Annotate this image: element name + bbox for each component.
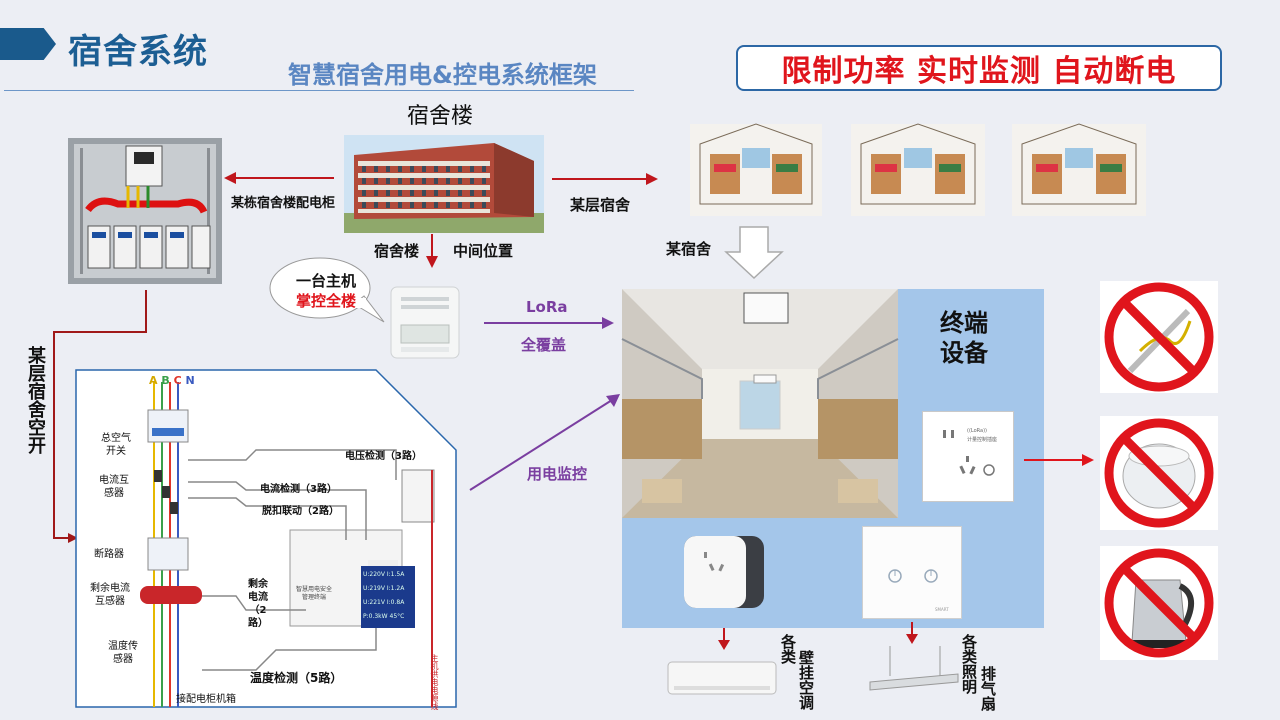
full-coverage-label: 全覆盖 [521,336,567,354]
phase-a: A [149,374,158,387]
building-position-label-left: 宿舍楼 [374,242,420,260]
device-label: 智慧用电安全管理终端 [296,586,333,601]
page-title: 宿舍系统 [68,32,208,72]
building-position-label-right: 中间位置 [453,242,514,260]
page-subtitle: 智慧宿舍用电&控电系统框架 [288,61,597,89]
phase-c: C [173,374,182,387]
light-label-a: 各类照明 [960,634,978,694]
residual-transformer-label: 剩余电流互感器 [90,583,130,607]
trip-link-label: 脱扣联动（2路） [262,506,339,517]
socket-text-2: 计量控制插座 [967,437,998,443]
current-detect-label: 电流检测（3路） [260,484,337,495]
current-transformer-label: 电流互感器 [99,475,129,499]
temp-sensor-label: 温度传感器 [108,641,138,665]
power-monitor-label: 用电监控 [527,465,588,483]
slogan-box: 限制功率 实时监测 自动断电 [736,45,1222,91]
breaker-label: 断路器 [94,549,124,560]
display-line-3: U:221V I:0.8A [363,599,405,606]
floor-dorm-label: 某层宿舍 [570,196,631,214]
dorm-room-photo [621,289,899,518]
host-speech-bubble [269,257,385,323]
display-line-1: U:220V I:1.5A [363,571,405,578]
host-bubble-line2: 掌控全楼 [296,292,357,310]
no-rice-cooker-icon [1100,416,1218,530]
power-monitor-arrow [469,394,620,491]
arrow-to-ac [718,628,730,650]
ac-label-a: 各类 [779,634,797,664]
ceiling-light-image [866,646,962,694]
phase-b: B [161,374,170,387]
phase-n: N [185,374,195,387]
building-label: 宿舍楼 [407,104,474,129]
smart-plug-image [682,534,768,612]
socket-text-1: ((LoRa)) [967,428,987,434]
dorm-sketch-image-3 [1012,123,1146,216]
dorm-sketch-image-1 [690,123,822,216]
switch-brand: SMART [935,607,949,612]
terminal-label-line2: 设备 [940,339,988,367]
voltage-detect-label: 电压检测（3路） [345,451,422,462]
display-line-4: P:0.3kW 45°C [363,613,405,620]
residual-current-label: 剩余电流（2路） [248,579,268,629]
cabinet-box-label: 接配电柜机箱 [176,694,236,705]
host-device-image [389,285,461,360]
title-divider [4,90,634,91]
no-kettle-heater-icon [1100,281,1218,393]
arrow-to-forbidden [1024,454,1094,466]
device-display: U:220V I:1.5A U:219V I:1.2A U:221V I:0.8… [361,566,415,628]
red-wire-text: 主机供电电源线 [430,654,439,710]
no-electric-kettle-icon [1100,546,1218,660]
arrow-to-floor [552,173,658,185]
temp-detect-label: 温度检测（5路） [250,671,343,685]
cabinet-label: 某栋宿舍楼配电柜 [231,196,336,211]
arrow-to-light [906,622,918,644]
arrow-to-cabinet [224,172,334,184]
hollow-down-arrow-icon [724,226,784,280]
display-line-2: U:219V I:1.2A [363,585,405,592]
host-bubble-line1: 一台主机 [296,272,357,290]
title-arrow-icon [0,28,56,60]
floor-switch-label: 某层宿舍空开 [25,346,46,454]
smart-switch-image: SMART [862,526,962,619]
terminal-label: 终端 设备 [940,308,988,368]
some-dorm-label: 某宿舍 [666,240,712,258]
main-switch-label: 总空气开关 [101,433,131,457]
ac-label-b: 壁挂空调 [797,650,815,710]
lora-label: LoRa [526,298,568,316]
light-label-b: 排气扇 [979,666,997,711]
distribution-cabinet-image [68,138,222,284]
slogan-text: 限制功率 实时监测 自动断电 [781,54,1177,89]
lora-arrow [484,317,614,329]
dorm-sketch-image-2 [851,123,985,216]
terminal-label-line1: 终端 [940,309,988,337]
wall-ac-image [666,658,778,700]
arrow-to-host [426,234,438,268]
floor-feed-line [53,290,147,543]
phase-labels: A B C N [149,374,195,387]
lora-socket-image: ((LoRa)) 计量控制插座 [922,411,1014,502]
dormitory-building-image [344,135,544,233]
